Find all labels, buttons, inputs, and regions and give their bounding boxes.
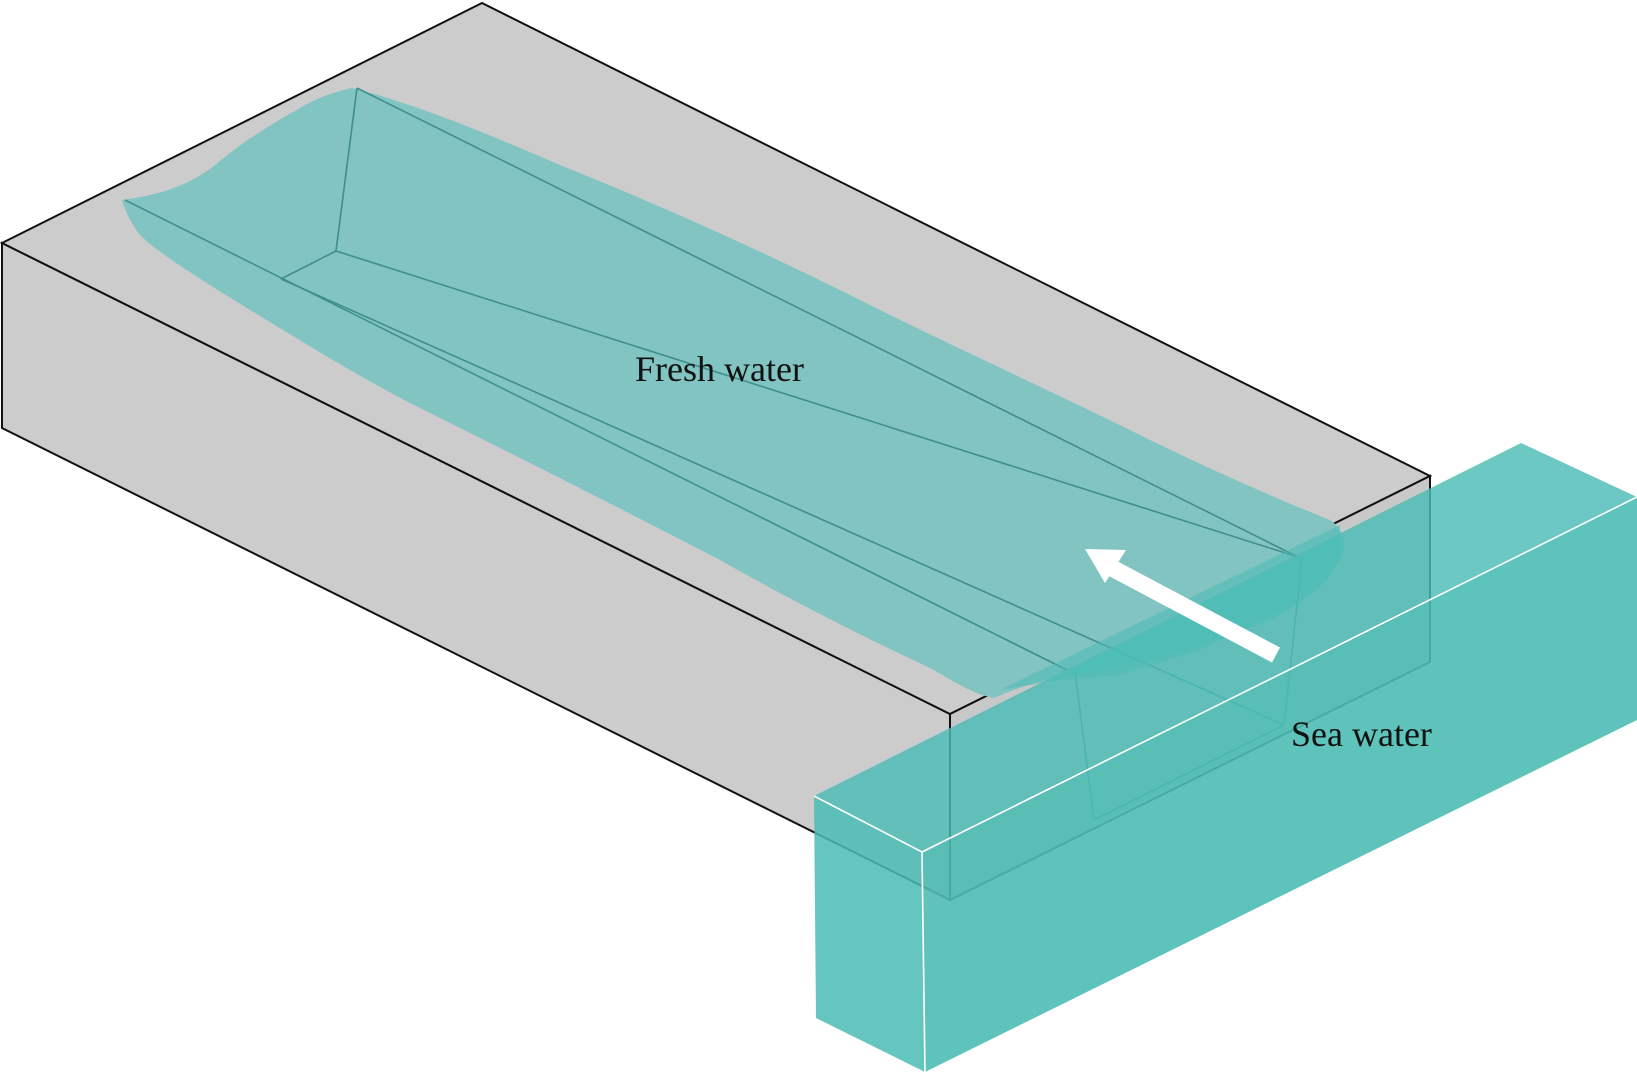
channel-upstream-wall — [335, 87, 358, 252]
sea-water-label: Sea water — [1291, 714, 1432, 754]
sea-left-face — [814, 796, 925, 1072]
sea-top-face — [814, 443, 1637, 852]
arrow-icon — [1085, 549, 1280, 663]
channel-upstream-bed — [280, 250, 337, 280]
sea-front-face — [922, 497, 1637, 1072]
fresh-water-area — [122, 88, 1345, 698]
sea-block-edges — [813, 496, 1637, 1073]
channel-bed-right — [335, 250, 1299, 558]
fresh-water-label: Fresh water — [635, 349, 804, 389]
channel-right-bank — [356, 87, 1299, 558]
